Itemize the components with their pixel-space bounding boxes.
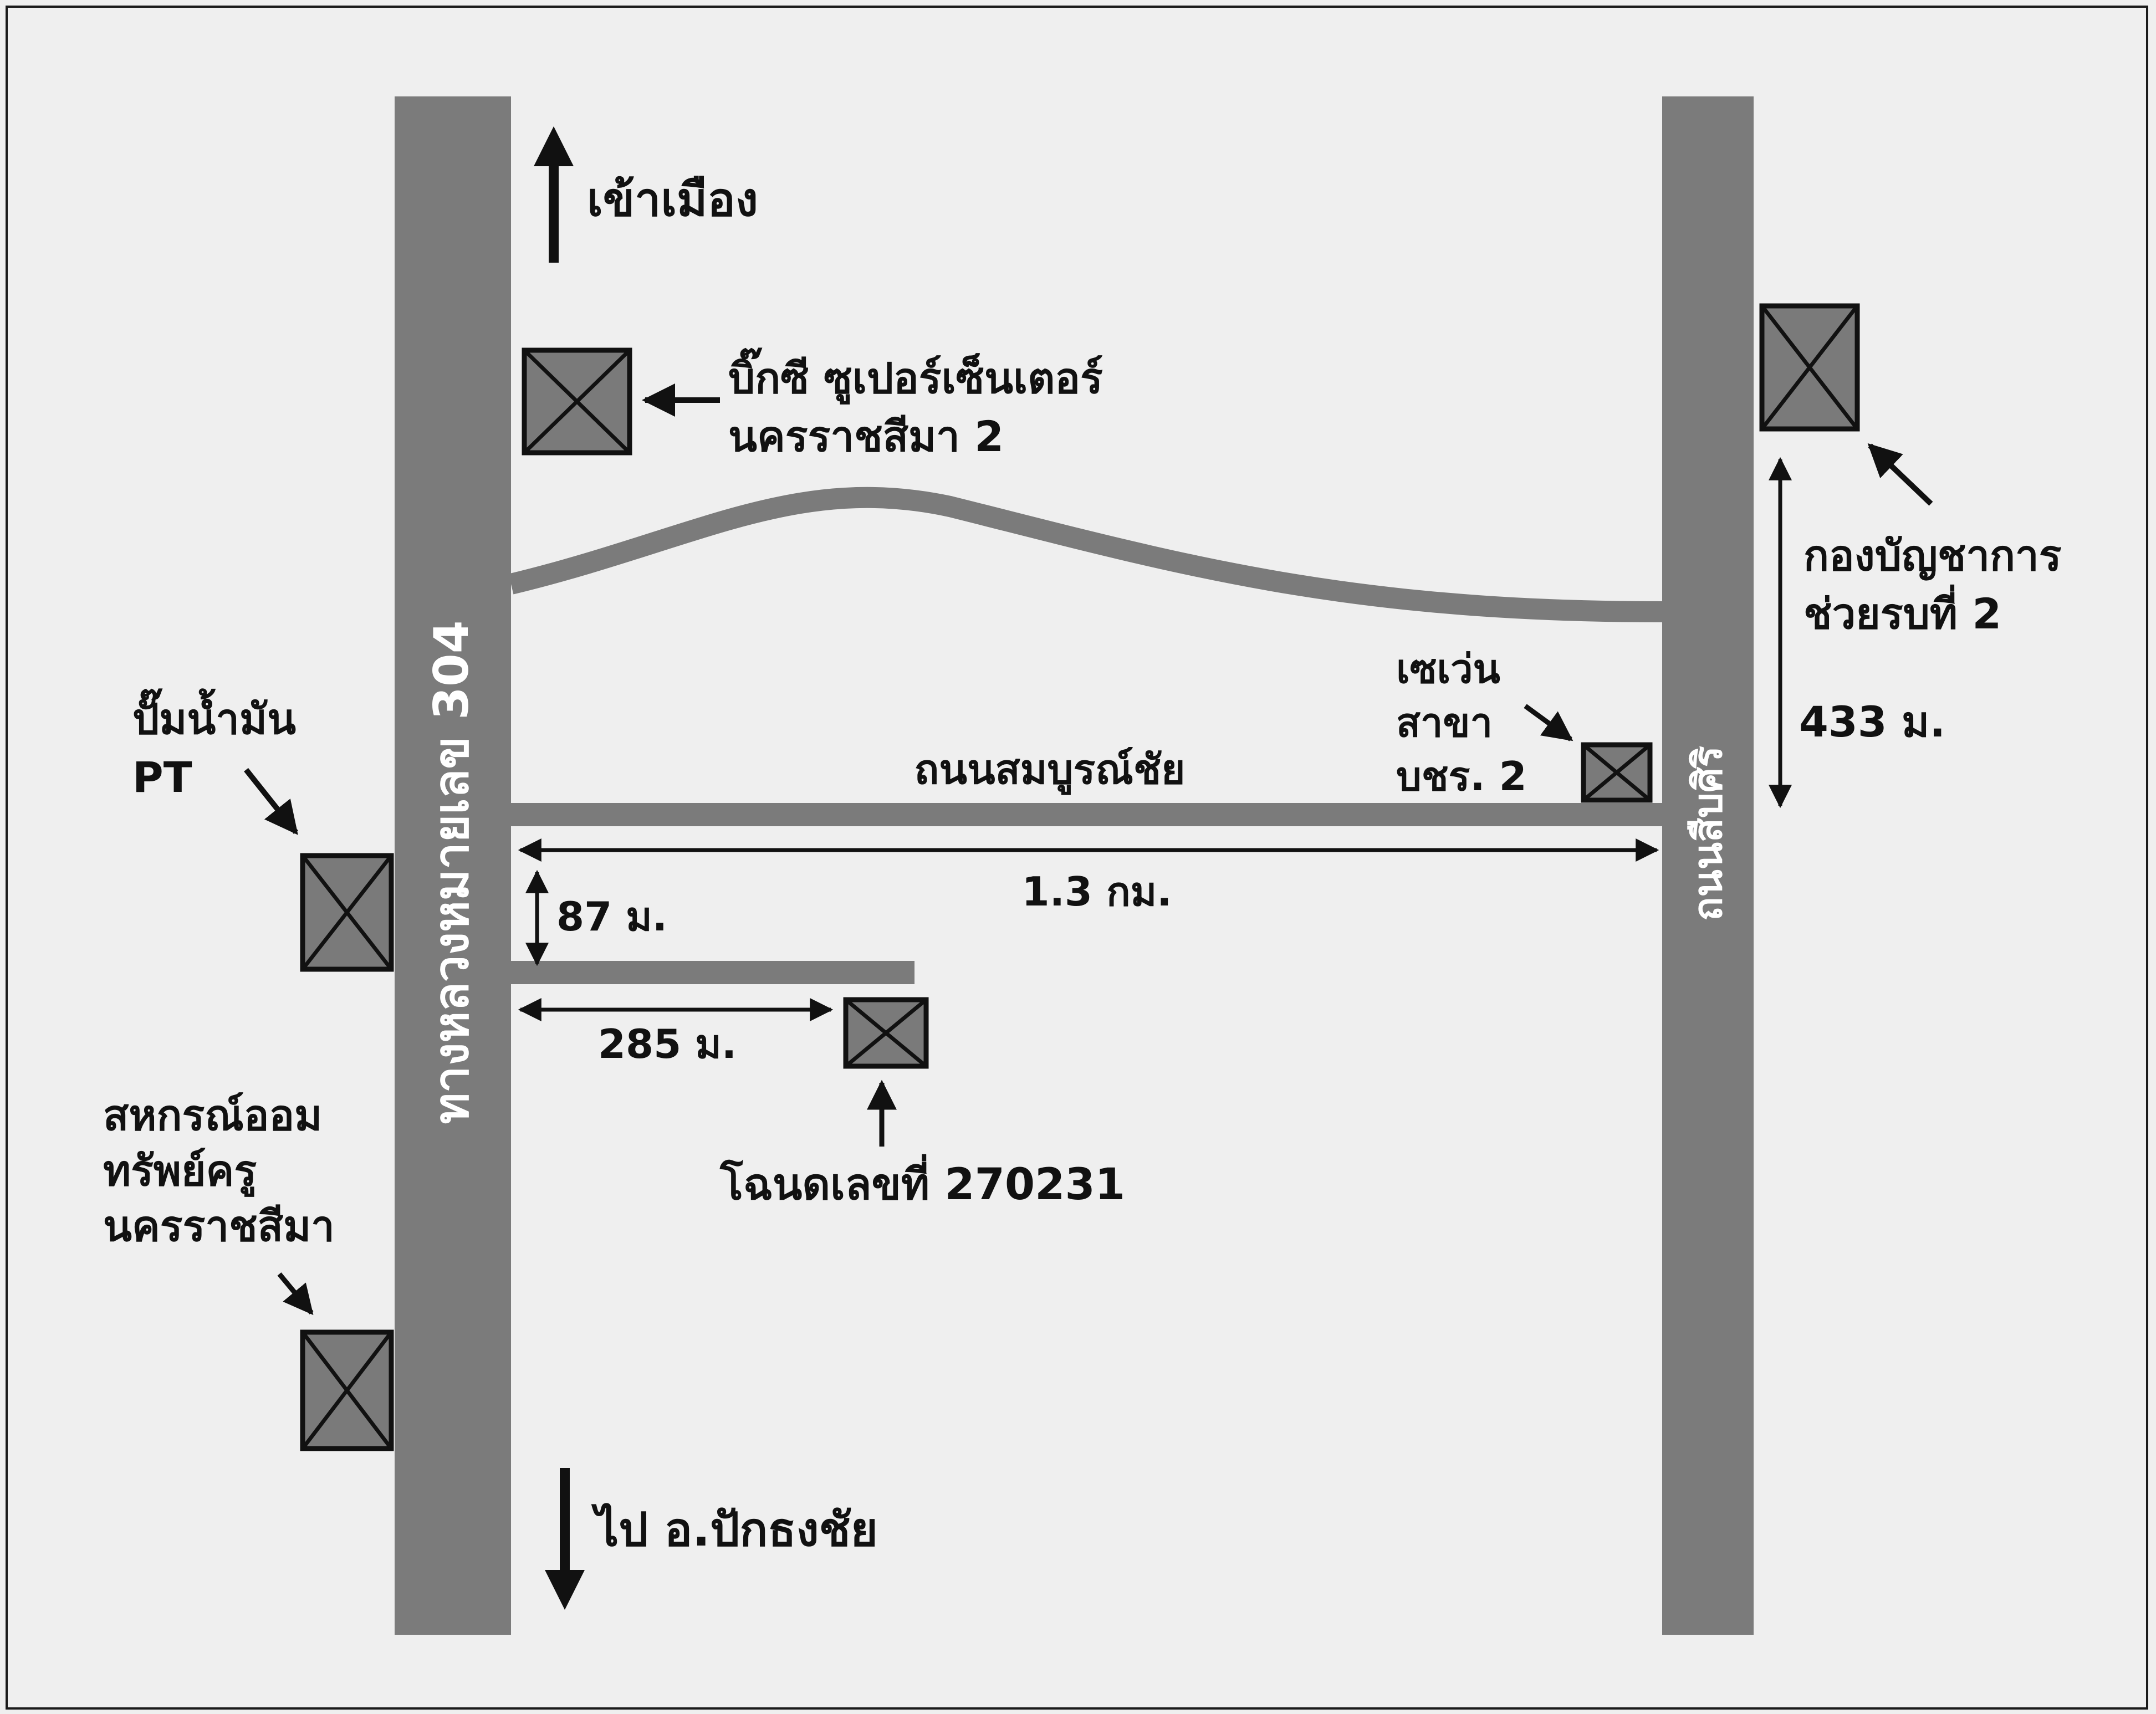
seven-pointer-arrow: [1524, 704, 1573, 741]
pt-station-building-icon: [300, 853, 394, 972]
highway-304-label: ทางหลวงหมายเลข 304: [424, 620, 479, 1124]
army-hq-label-line1: กองบัญชาการ: [1804, 531, 2062, 581]
plot-icon: [843, 997, 929, 1069]
curved-road: [508, 487, 1663, 622]
army-hq-building-icon: [1759, 303, 1860, 432]
seven-label-line1: เซเว่น: [1396, 646, 1500, 692]
coop-label-line2: ทรัพย์ครู: [103, 1146, 257, 1197]
to-pakthongchai-label: ไป อ.ปักธงชัย: [591, 1502, 878, 1557]
bigc-building-icon: [522, 347, 632, 456]
seven-label-line3: บชร. 2: [1396, 753, 1527, 800]
pt-station-label-line2: PT: [132, 753, 192, 802]
side-road-length-label: 285 ม.: [598, 1021, 737, 1067]
sombunchai-road: [511, 803, 1662, 826]
army-hq-distance-label: 433 ม.: [1799, 697, 1945, 746]
to-city-label: เข้าเมือง: [587, 172, 758, 227]
coop-label-line1: สหกรณ์ออม: [103, 1091, 322, 1140]
map-frame: ทางหลวงหมายเลข 304 ถนนสืบศิริ ถนนสมบูรณ์…: [6, 6, 2148, 1710]
suebsiri-road: [1662, 96, 1754, 1635]
bigc-label-line1: บิ๊กซี ซูเปอร์เซ็นเตอร์: [728, 347, 1103, 405]
suebsiri-label: ถนนสืบศิริ: [1684, 746, 1731, 921]
side-road-offset-label: 87 ม.: [556, 893, 667, 940]
sombunchai-label: ถนนสมบูรณ์ชัย: [914, 746, 1186, 795]
coop-pointer-arrow: [277, 1272, 314, 1316]
plot-label: โฉนดเลขที่ 270231: [719, 1154, 1125, 1210]
highway-304-road: [395, 96, 511, 1635]
seven-building-icon: [1581, 742, 1653, 803]
coop-building-icon: [300, 1329, 394, 1451]
side-road: [511, 961, 914, 984]
sombunchai-distance-label: 1.3 กม.: [1021, 868, 1172, 915]
bigc-label-line2: นครราชสีมา 2: [728, 412, 1004, 461]
pt-station-pointer-arrow: [244, 768, 298, 835]
army-hq-pointer-arrow: [1867, 443, 1933, 506]
army-hq-label-line2: ช่วยรบที่ 2: [1804, 584, 2001, 638]
pt-station-label-line1: ปั๊มน้ำมัน: [132, 688, 296, 744]
seven-label-line2: สาขา: [1396, 699, 1493, 746]
location-map: ทางหลวงหมายเลข 304 ถนนสืบศิริ ถนนสมบูรณ์…: [103, 96, 2062, 1635]
coop-label-line3: นครราชสีมา: [103, 1201, 335, 1251]
